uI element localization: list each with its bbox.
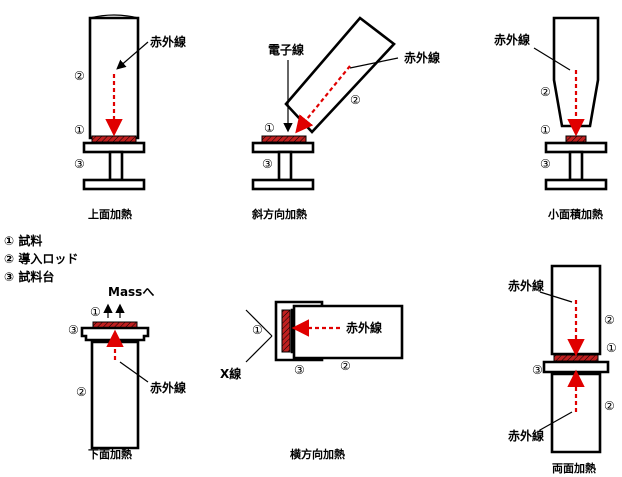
num-3: ③: [262, 157, 273, 171]
panel-small-area-heating: 赤外線 ② ① ③ 小面積加熱: [494, 16, 608, 221]
sample: [565, 135, 587, 143]
num-3: ③: [294, 363, 305, 377]
caption-lateral: 横方向加熱: [290, 447, 345, 461]
stage-post: [108, 150, 124, 182]
panel-both-sides-heating: 赤外線 赤外線 ② ① ③ ② 両面加熱: [508, 264, 617, 475]
caption-small-area: 小面積加熱: [547, 207, 603, 221]
stage-plate: [251, 141, 315, 154]
num-3: ③: [540, 157, 551, 171]
sample: [553, 354, 599, 362]
num-1: ①: [90, 305, 101, 319]
panel-oblique-heating: 電子線 赤外線 ② ① ③ 斜方向加熱: [251, 16, 440, 221]
ir-label: 赤外線: [150, 380, 186, 395]
stage-post: [568, 150, 584, 182]
panel-lateral-heating: 赤外線 ① X線 ③ ② 横方向加熱: [220, 300, 404, 461]
stage-base: [82, 178, 146, 191]
stage-plate: [544, 141, 608, 154]
num-3: ③: [532, 363, 543, 377]
stage-base: [544, 178, 608, 191]
rod-lower: [550, 372, 602, 454]
stage-base: [251, 178, 315, 191]
ir-label: 赤外線: [404, 50, 440, 65]
xray-label: X線: [220, 366, 241, 381]
caption-bottom: 下面加熱: [88, 447, 132, 461]
electron-beam-label: 電子線: [268, 42, 304, 57]
ir-label-bottom: 赤外線: [508, 428, 544, 443]
num-1: ①: [264, 121, 275, 135]
num-2: ②: [74, 69, 85, 83]
caption-top: 上面加熱: [88, 207, 132, 221]
legend-item: ② 導入ロッド: [4, 252, 79, 266]
sample: [91, 135, 137, 143]
ir-label: 赤外線: [494, 32, 530, 47]
num-2: ②: [350, 93, 361, 107]
stage-post: [277, 150, 293, 182]
legend: ① 試料 ② 導入ロッド ③ 試料台: [4, 232, 78, 286]
num-1: ①: [74, 123, 85, 137]
caption-oblique: 斜方向加熱: [251, 207, 307, 221]
num-1: ①: [606, 341, 617, 355]
ir-label-top: 赤外線: [508, 278, 544, 293]
rod-lateral: [292, 304, 404, 360]
num-2: ②: [76, 385, 87, 399]
mass-label: Massへ: [108, 285, 154, 299]
stage-plate: [82, 141, 146, 154]
sample: [261, 135, 307, 143]
panel-bottom-heating: Massへ 赤外線 ① ③ ② 下面加熱: [68, 285, 186, 461]
num-1: ①: [252, 323, 263, 337]
panel-top-heating: 赤外線 ② ① ③ 上面加熱: [74, 14, 186, 221]
caption-both: 両面加熱: [552, 461, 596, 475]
num-2-bottom: ②: [604, 399, 615, 413]
ir-label: 赤外線: [346, 320, 382, 335]
num-2: ②: [340, 359, 351, 373]
sample: [281, 309, 291, 353]
num-2: ②: [540, 85, 551, 99]
num-3: ③: [68, 323, 79, 337]
num-3: ③: [74, 157, 85, 171]
num-1: ①: [540, 123, 551, 137]
stage-plate: [542, 360, 610, 374]
ir-label: 赤外線: [150, 34, 186, 49]
num-2-top: ②: [604, 313, 615, 327]
rod-oblique: [284, 16, 396, 134]
legend-item: ③ 試料台: [4, 270, 55, 284]
legend-item: ① 試料: [4, 234, 43, 248]
